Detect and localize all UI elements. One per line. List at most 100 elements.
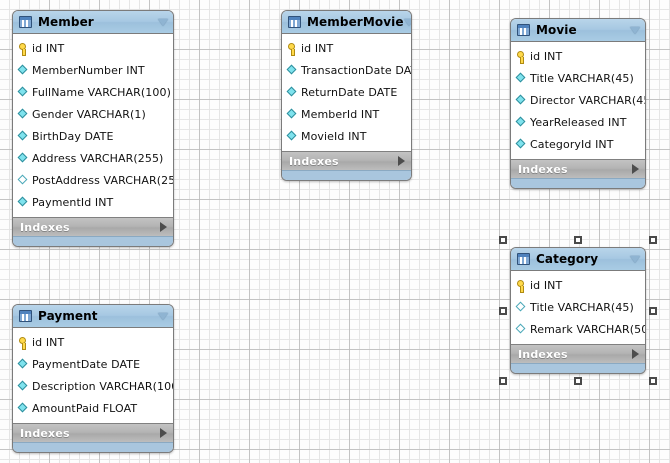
- column-row[interactable]: BirthDay DATE: [13, 125, 173, 147]
- table-node-payment[interactable]: Payment id INT PaymentDate DATE Description…: [12, 304, 174, 453]
- indexes-label: Indexes: [518, 347, 568, 361]
- column-row[interactable]: TransactionDate DATE: [282, 59, 411, 81]
- chevron-down-icon[interactable]: [158, 312, 168, 320]
- resize-handle-s[interactable]: [574, 377, 582, 385]
- table-icon: [19, 310, 32, 322]
- column-row[interactable]: CategoryId INT: [511, 133, 645, 155]
- table-footer-strip: [511, 363, 645, 373]
- column-label: BirthDay DATE: [32, 129, 114, 143]
- column-icon: [17, 152, 29, 164]
- column-row[interactable]: id INT: [13, 37, 173, 59]
- column-row[interactable]: id INT: [282, 37, 411, 59]
- column-label: Remark VARCHAR(500): [530, 322, 645, 336]
- column-label: AmountPaid FLOAT: [32, 401, 138, 415]
- column-row[interactable]: YearReleased INT: [511, 111, 645, 133]
- indexes-label: Indexes: [289, 154, 339, 168]
- column-row[interactable]: MemberId INT: [282, 103, 411, 125]
- column-row[interactable]: Address VARCHAR(255): [13, 147, 173, 169]
- resize-handle-e[interactable]: [649, 306, 657, 315]
- column-label: MemberId INT: [301, 107, 380, 121]
- indexes-section-bar[interactable]: Indexes: [511, 159, 645, 178]
- column-row[interactable]: Director VARCHAR(45): [511, 89, 645, 111]
- column-label: ReturnDate DATE: [301, 85, 398, 99]
- column-icon: [17, 130, 29, 142]
- column-row[interactable]: FullName VARCHAR(100): [13, 81, 173, 103]
- chevron-right-icon[interactable]: [160, 428, 167, 438]
- column-label: Title VARCHAR(45): [530, 71, 634, 85]
- table-name-label: Payment: [38, 309, 98, 323]
- indexes-section-bar[interactable]: Indexes: [13, 217, 173, 236]
- column-label: id INT: [32, 41, 65, 55]
- indexes-section-bar[interactable]: Indexes: [511, 344, 645, 363]
- column-row[interactable]: MovieId INT: [282, 125, 411, 147]
- column-icon: [17, 358, 29, 370]
- table-title-bar[interactable]: MemberMovie: [282, 11, 411, 34]
- column-icon: [515, 72, 527, 84]
- chevron-down-icon[interactable]: [630, 26, 640, 34]
- chevron-down-icon[interactable]: [403, 18, 411, 26]
- column-row[interactable]: AmountPaid FLOAT: [13, 397, 173, 419]
- indexes-label: Indexes: [20, 426, 70, 440]
- indexes-section-bar[interactable]: Indexes: [282, 151, 411, 170]
- primary-key-icon: [286, 42, 298, 56]
- resize-handle-n[interactable]: [574, 236, 582, 244]
- resize-handle-ne[interactable]: [649, 236, 657, 244]
- table-name-label: Category: [536, 252, 599, 266]
- table-icon: [517, 253, 530, 265]
- resize-handle-sw[interactable]: [499, 377, 507, 385]
- chevron-right-icon[interactable]: [632, 164, 639, 174]
- column-nullable-icon: [17, 174, 29, 186]
- primary-key-icon: [515, 50, 527, 64]
- table-node-movie[interactable]: Movie id INT Title VARCHAR(45) Director VAR…: [510, 18, 646, 189]
- resize-handle-w[interactable]: [499, 306, 507, 315]
- primary-key-icon: [17, 336, 29, 350]
- resize-handle-nw[interactable]: [499, 236, 507, 244]
- indexes-section-bar[interactable]: Indexes: [13, 423, 173, 442]
- column-row[interactable]: id INT: [13, 331, 173, 353]
- column-label: id INT: [32, 335, 65, 349]
- chevron-down-icon[interactable]: [630, 255, 640, 263]
- column-row[interactable]: Gender VARCHAR(1): [13, 103, 173, 125]
- column-row[interactable]: id INT: [511, 45, 645, 67]
- table-icon: [19, 16, 32, 28]
- column-icon: [17, 380, 29, 392]
- column-row[interactable]: PaymentDate DATE: [13, 353, 173, 375]
- column-icon: [515, 138, 527, 150]
- table-title-bar[interactable]: Member: [13, 11, 173, 34]
- column-label: CategoryId INT: [530, 137, 614, 151]
- chevron-right-icon[interactable]: [632, 349, 639, 359]
- column-label: Address VARCHAR(255): [32, 151, 164, 165]
- column-icon: [286, 130, 298, 142]
- chevron-down-icon[interactable]: [158, 18, 168, 26]
- column-row[interactable]: ReturnDate DATE: [282, 81, 411, 103]
- column-row[interactable]: id INT: [511, 274, 645, 296]
- table-footer-strip: [13, 236, 173, 246]
- column-row[interactable]: Title VARCHAR(45): [511, 67, 645, 89]
- table-title-bar[interactable]: Category: [511, 248, 645, 271]
- table-footer-strip: [282, 170, 411, 180]
- table-title-bar[interactable]: Payment: [13, 305, 173, 328]
- column-icon: [17, 196, 29, 208]
- column-label: MemberNumber INT: [32, 63, 145, 77]
- column-row[interactable]: MemberNumber INT: [13, 59, 173, 81]
- column-row[interactable]: Title VARCHAR(45): [511, 296, 645, 318]
- column-row[interactable]: PostAddress VARCHAR(255): [13, 169, 173, 191]
- column-icon: [286, 64, 298, 76]
- table-title-bar[interactable]: Movie: [511, 19, 645, 42]
- column-icon: [17, 108, 29, 120]
- table-node-member[interactable]: Member id INT MemberNumber INT FullName VAR…: [12, 10, 174, 247]
- column-label: Description VARCHAR(100): [32, 379, 174, 393]
- resize-handle-se[interactable]: [649, 377, 657, 385]
- chevron-right-icon[interactable]: [160, 222, 167, 232]
- table-columns: id INT MemberNumber INT FullName VARCHAR(1…: [13, 34, 173, 217]
- table-icon: [288, 16, 301, 28]
- table-name-label: Member: [38, 15, 94, 29]
- column-row[interactable]: PaymentId INT: [13, 191, 173, 213]
- column-row[interactable]: Description VARCHAR(100): [13, 375, 173, 397]
- table-columns: id INT PaymentDate DATE Description VARCHA…: [13, 328, 173, 423]
- column-row[interactable]: Remark VARCHAR(500): [511, 318, 645, 340]
- chevron-right-icon[interactable]: [398, 156, 405, 166]
